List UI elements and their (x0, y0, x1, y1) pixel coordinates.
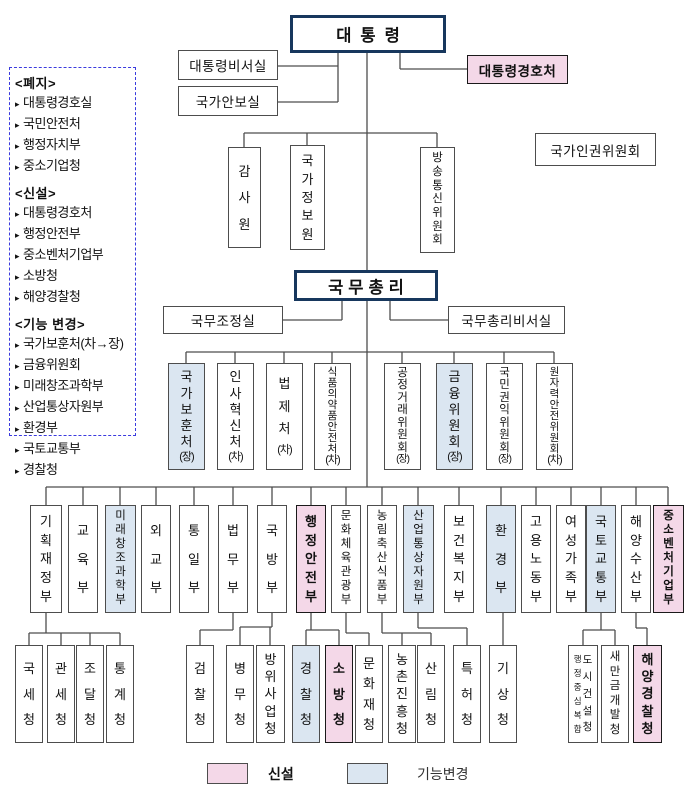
panel-item: ▸국가보훈처(차→장) (15, 334, 131, 355)
node-pmso: 국무총리비서실 (448, 306, 565, 334)
panel-item: ▸금융위원회 (15, 355, 131, 376)
legend: 신설 기능변경 (0, 760, 700, 790)
panel-section-header: <신설> (15, 186, 57, 201)
bullet-icon: ▸ (15, 230, 20, 240)
bullet-icon: ▸ (15, 361, 20, 371)
panel-item: ▸국민안전처 (15, 114, 131, 135)
panel-section-header: <폐지> (15, 76, 57, 91)
panel-item: ▸대통령경호처 (15, 203, 131, 224)
panel-section-header: <기능 변경> (15, 317, 86, 332)
node-pres-office: 대통령비서실 (178, 50, 278, 80)
bullet-icon: ▸ (15, 209, 20, 219)
panel-item: ▸미래창조과학부 (15, 376, 131, 397)
bullet-icon: ▸ (15, 141, 20, 151)
bullet-icon: ▸ (15, 403, 20, 413)
node-pm: 국무총리 (294, 270, 438, 301)
node-osc: 국무조정실 (163, 306, 283, 334)
legend-new-label: 신설 (268, 766, 294, 782)
bullet-icon: ▸ (15, 162, 20, 172)
node-pss: 대통령경호처 (467, 55, 568, 84)
bullet-icon: ▸ (15, 382, 20, 392)
panel-item: ▸행정안전부 (15, 224, 131, 245)
panel-item: ▸중소벤처기업부 (15, 245, 131, 266)
bullet-icon: ▸ (15, 251, 20, 261)
legend-new-swatch (207, 763, 248, 784)
bullet-icon: ▸ (15, 293, 20, 303)
bullet-icon: ▸ (15, 99, 20, 109)
node-president: 대통령 (290, 15, 446, 53)
panel-item: ▸산업통상자원부 (15, 397, 131, 418)
legend-changed-label: 기능변경 (417, 766, 469, 782)
bullet-icon: ▸ (15, 424, 20, 434)
panel-item: ▸국토교통부 (15, 439, 131, 460)
bullet-icon: ▸ (15, 466, 20, 476)
panel-item: ▸대통령경호실 (15, 93, 131, 114)
panel-item: ▸경찰청 (15, 460, 131, 481)
panel-item: ▸소방청 (15, 266, 131, 287)
bullet-icon: ▸ (15, 340, 20, 350)
legend-changed-swatch (347, 763, 388, 784)
panel-item: ▸해양경찰청 (15, 287, 131, 308)
bullet-icon: ▸ (15, 120, 20, 130)
bullet-icon: ▸ (15, 272, 20, 282)
panel-item: ▸환경부 (15, 418, 131, 439)
changes-panel: <폐지> ▸대통령경호실▸국민안전처▸행정자치부▸중소기업청 <신설> ▸대통령경호처… (9, 67, 136, 477)
bullet-icon: ▸ (15, 445, 20, 455)
node-nhrc: 국가인권위원회 (535, 133, 656, 166)
panel-item: ▸중소기업청 (15, 156, 131, 177)
panel-item: ▸행정자치부 (15, 135, 131, 156)
node-nso: 국가안보실 (178, 86, 278, 116)
